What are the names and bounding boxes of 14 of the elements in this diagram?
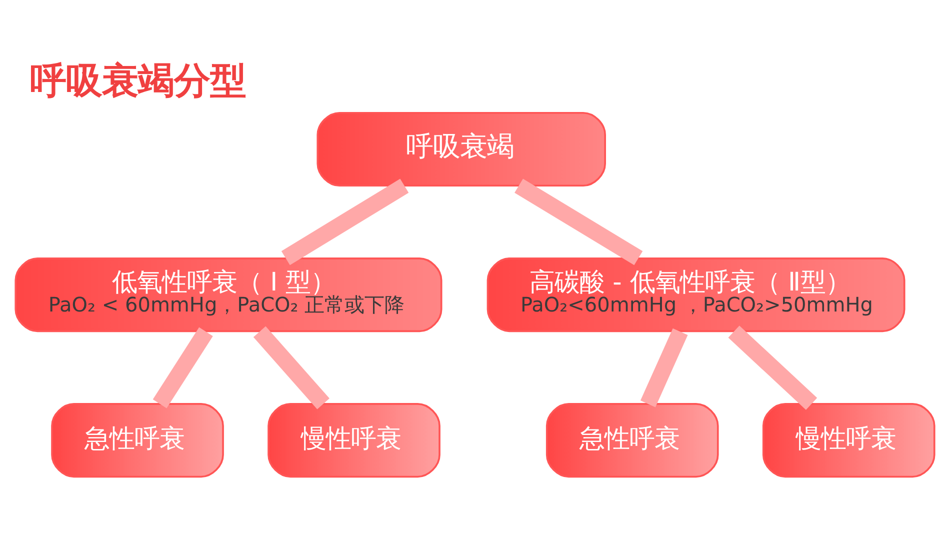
connector [514,178,643,266]
diagram-title: 呼吸衰竭分型 [30,58,246,102]
node-box: 低氧性呼衰（ Ⅰ 型） PaO₂ < 60mmHg，PaCO₂ 正常或下降 [14,258,442,332]
node-box: 急性呼衰 [51,403,224,478]
connector [253,326,330,410]
connector [281,178,409,266]
connector [152,327,213,408]
node-box: 高碳酸 - 低氧性呼衰（ Ⅱ型） PaO₂<60mmHg ，PaCO₂>50mmHg [486,258,906,332]
node-box: 慢性呼衰 [762,403,936,478]
node-box: 呼吸衰竭 [316,112,606,187]
node-box: 慢性呼衰 [268,403,440,478]
connector [640,328,688,408]
connector [728,326,818,410]
node-box: 急性呼衰 [546,403,719,478]
